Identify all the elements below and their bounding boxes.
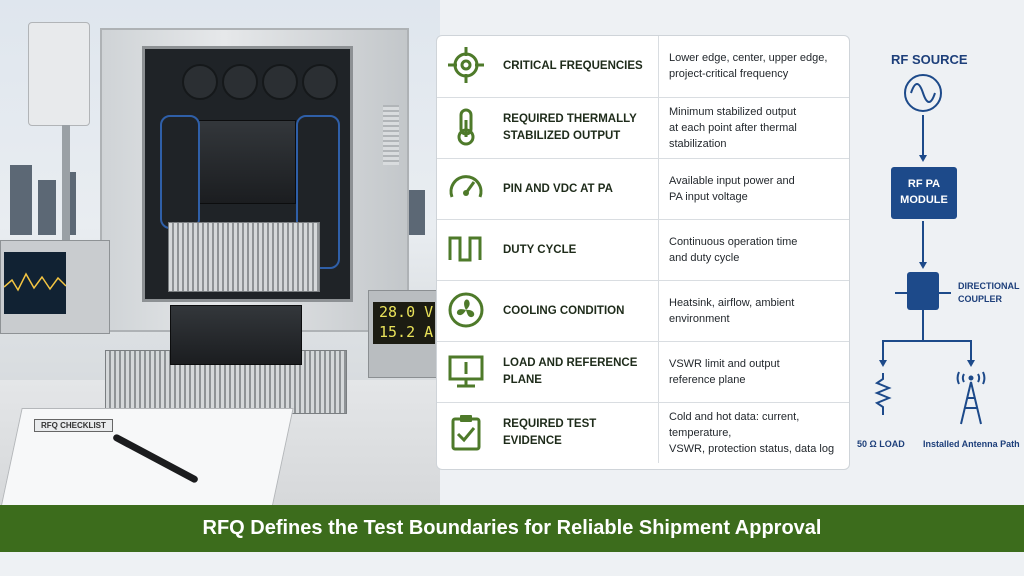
gauge-icon <box>449 175 483 198</box>
row-title: DUTY CYCLE <box>503 243 577 256</box>
load-label: 50 Ω LOAD <box>857 439 905 449</box>
rf-signal-chain-diagram: RF SOURCE RF PA MODULE DIRECTIONAL COUPL… <box>855 35 1024 470</box>
antenna-label: Installed Antenna Path <box>923 439 1020 449</box>
directional-coupler-box <box>907 272 939 310</box>
row-description: Heatsink, airflow, ambient environment <box>669 297 795 325</box>
sine-source-icon <box>904 74 942 112</box>
antenna-tower-icon <box>956 371 986 425</box>
bench-pa-module <box>170 305 302 365</box>
table-row: CRITICAL FREQUENCIES Lower edge, center,… <box>437 36 849 97</box>
rf-pa-module-box: RF PA MODULE <box>891 167 957 219</box>
thermometer-icon <box>457 108 475 146</box>
footer-banner: RFQ Defines the Test Boundaries for Reli… <box>0 505 1024 552</box>
requirements-table: CRITICAL FREQUENCIES Lower edge, center,… <box>436 35 850 470</box>
row-description: Minimum stabilized output at each point … <box>669 106 797 150</box>
clipboard-check-icon <box>451 415 481 451</box>
footer-title: RFQ Defines the Test Boundaries for Reli… <box>202 517 822 539</box>
row-title: COOLING CONDITION <box>503 304 625 317</box>
row-description: Cold and hot data: current, temperature,… <box>669 411 835 455</box>
table-row: COOLING CONDITION Heatsink, airflow, amb… <box>437 280 849 341</box>
rf-source-label: RF SOURCE <box>891 52 968 67</box>
row-title: LOAD AND REFERENCE PLANE <box>503 357 638 386</box>
row-description: Continuous operation time and duty cycle <box>669 236 798 264</box>
row-description: Lower edge, center, upper edge, project-… <box>669 52 828 80</box>
row-description: VSWR limit and output reference plane <box>669 358 780 386</box>
row-title: REQUIRED TEST EVIDENCE <box>503 418 597 447</box>
clipboard-label: RFQ CHECKLIST <box>34 419 113 432</box>
current-readout: 15.2 A <box>379 323 434 341</box>
fan-icon <box>448 292 484 328</box>
monitor-plane-icon <box>448 355 484 388</box>
crosshair-target-icon <box>448 47 484 83</box>
outdoor-radio-unit <box>28 22 90 126</box>
table-row: PIN AND VDC AT PA Available input power … <box>437 158 849 219</box>
power-supply-readout: 28.0 V 15.2 A <box>373 302 435 344</box>
row-description: Available input power and PA input volta… <box>669 175 795 203</box>
voltage-readout: 28.0 V <box>379 303 434 321</box>
table-row: DUTY CYCLE Continuous operation time and… <box>437 219 849 280</box>
row-title: REQUIRED THERMALLY STABILIZED OUTPUT <box>503 113 637 142</box>
cabinet-pa-module <box>198 120 296 204</box>
square-wave-icon <box>448 236 482 262</box>
row-title: PIN AND VDC AT PA <box>503 182 613 195</box>
resistor-load-icon <box>874 373 892 415</box>
table-row: LOAD AND REFERENCE PLANE VSWR limit and … <box>437 341 849 402</box>
row-title: CRITICAL FREQUENCIES <box>503 59 643 72</box>
table-row: REQUIRED THERMALLY STABILIZED OUTPUT Min… <box>437 97 849 158</box>
coupler-label: DIRECTIONAL COUPLER <box>958 281 1020 304</box>
equipment-photo: 28.0 V 15.2 A RFQ CHECKLIST <box>0 0 440 505</box>
cabinet-heatsink <box>168 222 320 292</box>
table-row: REQUIRED TEST EVIDENCE Cold and hot data… <box>437 402 849 463</box>
